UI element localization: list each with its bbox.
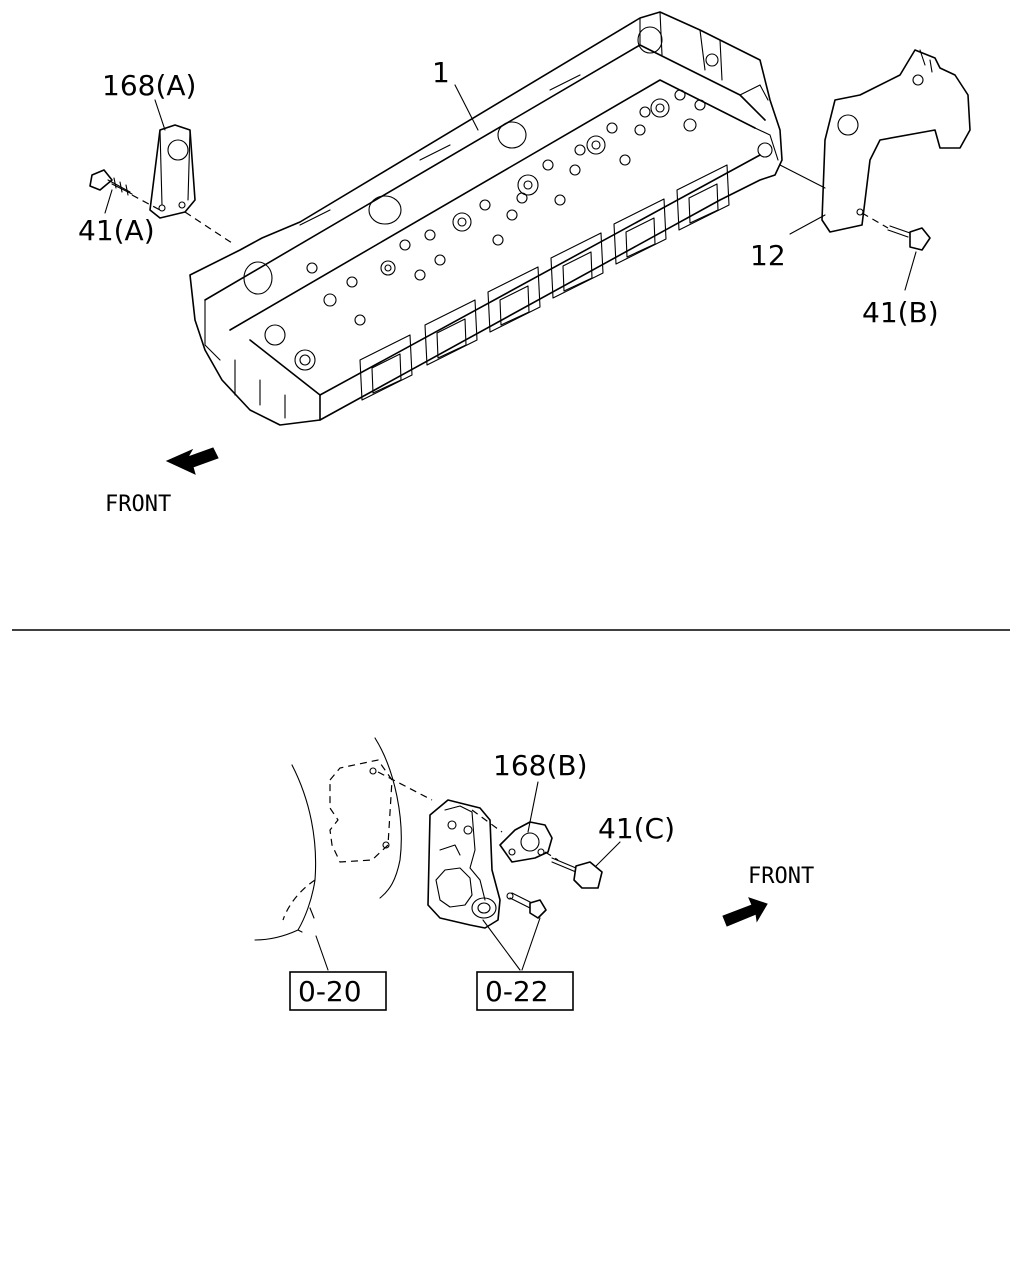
bolt-41b (887, 225, 931, 251)
intake-ports (359, 164, 730, 401)
deck-holes (264, 89, 706, 371)
bracket-168b (499, 821, 553, 863)
ref-label-0-20: 0-20 (298, 975, 362, 1008)
front-arrow-top-icon (165, 447, 219, 475)
leader-lines-top (104, 84, 917, 291)
callout-168b: 168(B) (493, 749, 588, 782)
callout-168a: 168(A) (102, 69, 196, 102)
engine-housing-outline (254, 737, 402, 941)
callout-41c: 41(C) (598, 812, 675, 845)
callout-12: 12 (750, 239, 786, 272)
cylinder-head (189, 11, 783, 426)
assembly-axes-bottom (377, 771, 559, 861)
bolt-41a-axis (131, 194, 236, 246)
bolt-41a (89, 169, 133, 196)
plate-12 (821, 49, 971, 233)
callout-41a: 41(A) (78, 214, 155, 247)
bracket-bolt (506, 892, 547, 919)
bracket-168a (149, 124, 196, 219)
front-label-bottom: FRONT (748, 864, 814, 889)
bolt-41b-axis (861, 212, 889, 229)
bolt-41c (551, 857, 603, 889)
mounting-pad (329, 759, 393, 863)
engine-mount-bracket (427, 799, 501, 929)
ref-box-0-22[interactable]: 0-22 (476, 971, 574, 1011)
ref-box-0-20[interactable]: 0-20 (289, 971, 387, 1011)
cam-journals (243, 26, 663, 295)
ref-label-0-22: 0-22 (485, 975, 549, 1008)
callout-1: 1 (432, 56, 450, 89)
leader-lines-bottom (315, 781, 621, 971)
front-label-top: FRONT (105, 492, 171, 517)
callout-41b: 41(B) (862, 296, 939, 329)
front-arrow-bottom-icon (722, 897, 768, 927)
